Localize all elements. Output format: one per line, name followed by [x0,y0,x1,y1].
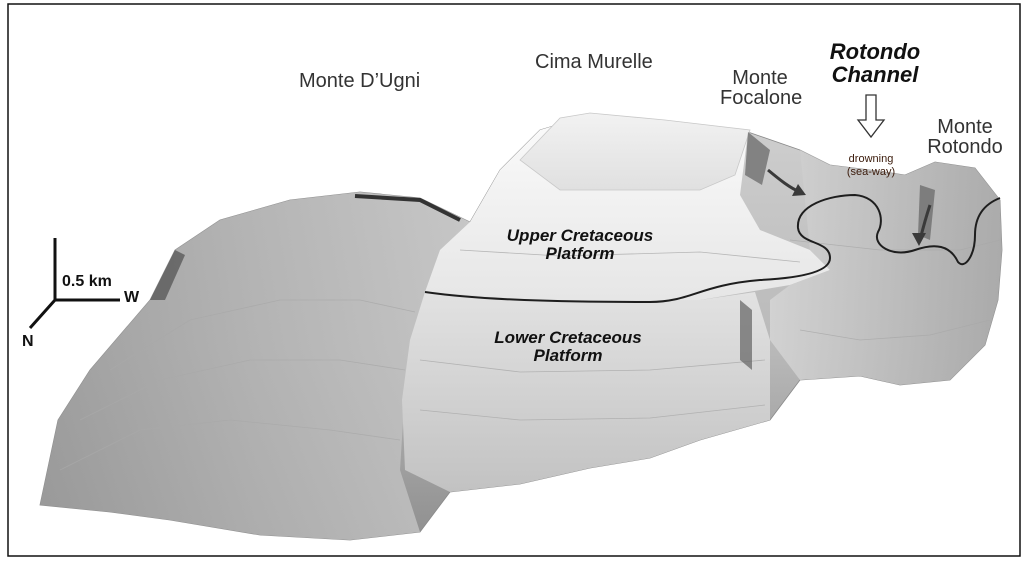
label-north: N [22,334,34,350]
label-monte-focalone: Monte Focalone [720,68,800,108]
label-rotondo-channel: Rotondo Channel [820,40,930,86]
label-scale: 0.5 km [62,274,112,290]
label-west: W [124,290,139,306]
label-drowning: drowning [831,153,911,166]
label-upper-platform-line1: Upper Cretaceous [485,227,675,245]
label-rotondo-channel-line1: Rotondo [820,40,930,63]
label-sea-way: (sea-way) [831,166,911,179]
label-lower-platform: Lower Cretaceous Platform [468,329,668,365]
label-upper-platform: Upper Cretaceous Platform [485,227,675,263]
label-lower-platform-line2: Platform [468,347,668,365]
label-monte-rotondo-line2: Rotondo [925,137,1005,157]
label-rotondo-channel-line2: Channel [820,63,930,86]
label-cima-murelle: Cima Murelle [535,52,653,72]
label-monte-rotondo-line1: Monte [925,117,1005,137]
label-upper-platform-line2: Platform [485,245,675,263]
label-drowning-note: drowning (sea-way) [831,153,911,178]
label-monte-focalone-line1: Monte [720,68,800,88]
label-monte-rotondo: Monte Rotondo [925,117,1005,157]
label-monte-focalone-line2: Focalone [720,88,800,108]
label-lower-platform-line1: Lower Cretaceous [468,329,668,347]
label-monte-dugni: Monte D’Ugni [299,71,420,91]
